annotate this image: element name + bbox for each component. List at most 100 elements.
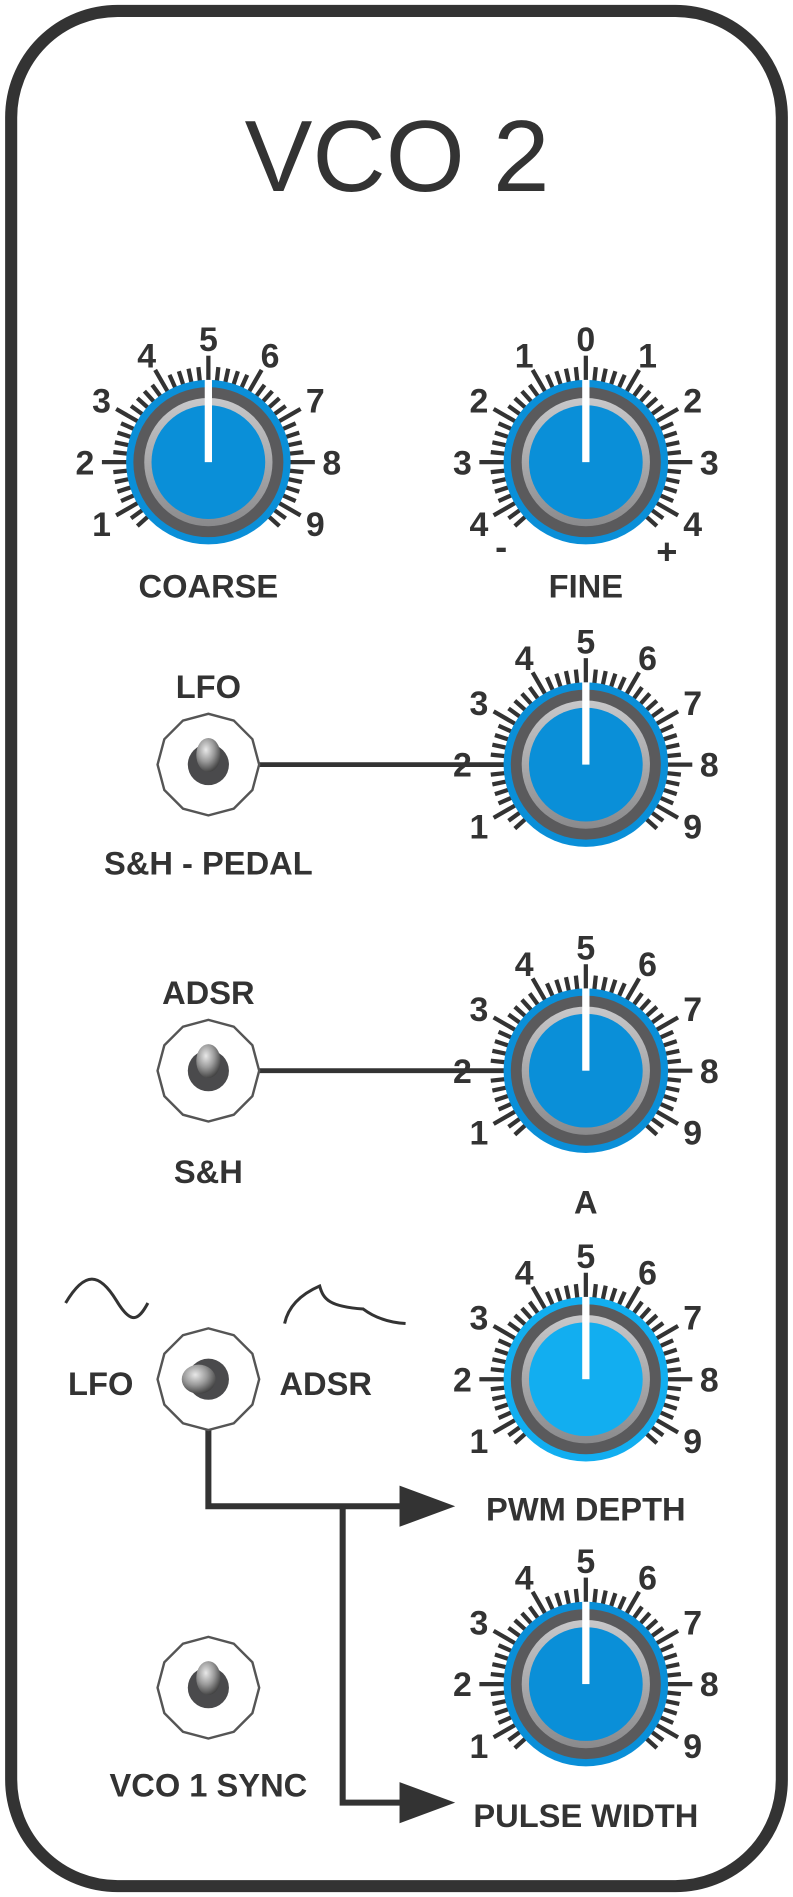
minor-tick: [545, 1291, 556, 1308]
minor-tick: [280, 421, 297, 432]
scale-label: 9: [683, 808, 702, 846]
scale-label: 5: [576, 623, 595, 661]
minor-tick: [520, 998, 534, 1013]
major-tick: [653, 1722, 680, 1740]
minor-tick: [167, 373, 178, 391]
minor-tick: [513, 1005, 528, 1019]
minor-tick: [657, 1029, 675, 1041]
minor-tick: [271, 404, 287, 417]
pwm-source-switch[interactable]: [156, 1327, 261, 1432]
minor-tick: [657, 492, 675, 503]
minor-tick: [637, 389, 652, 405]
minor-tick: [661, 1347, 678, 1357]
minor-tick: [592, 669, 598, 686]
env-source-switch[interactable]: [156, 1018, 261, 1123]
minor-tick: [507, 809, 523, 823]
minor-tick: [214, 366, 221, 383]
minor-tick: [497, 1101, 514, 1112]
minor-tick: [494, 1706, 511, 1716]
minor-tick: [616, 1291, 627, 1308]
major-tick: [492, 407, 518, 425]
minor-tick: [520, 1306, 534, 1322]
minor-tick: [490, 752, 507, 759]
mod-switch-top-label: LFO: [176, 668, 241, 705]
minor-tick: [135, 514, 151, 528]
minor-tick: [114, 440, 131, 448]
major-tick: [246, 368, 264, 395]
scale-label: 4: [470, 506, 489, 544]
scale-label: 2: [453, 1361, 472, 1399]
minor-tick: [592, 1283, 598, 1301]
minor-tick: [643, 1313, 659, 1328]
minor-tick: [491, 1662, 509, 1670]
minor-tick: [196, 366, 203, 383]
toggle-lever: [196, 1661, 221, 1695]
minor-tick: [494, 733, 511, 742]
minor-tick: [513, 514, 528, 528]
scale-label: 6: [261, 337, 280, 375]
minor-tick: [142, 389, 157, 405]
env-switch-top-label: ADSR: [162, 974, 255, 1011]
minor-tick: [573, 975, 580, 992]
minor-tick: [497, 492, 514, 503]
minor-tick: [494, 1039, 511, 1049]
minor-tick: [657, 1714, 675, 1725]
scale-label: 5: [576, 1543, 595, 1581]
mod-source-switch[interactable]: [156, 712, 261, 817]
minor-tick: [490, 1385, 507, 1392]
knob-pointer: [582, 682, 590, 765]
minor-tick: [563, 670, 572, 687]
mod-switch-bottom-label: S&H - PEDAL: [104, 845, 313, 882]
minor-tick: [266, 514, 281, 528]
sync-switch[interactable]: [156, 1635, 261, 1740]
minor-tick: [600, 670, 608, 687]
knob-pointer: [204, 379, 213, 463]
minor-tick: [494, 1401, 511, 1411]
minor-tick: [490, 1076, 507, 1083]
minor-tick: [663, 1393, 680, 1402]
minor-tick: [513, 1431, 528, 1445]
scale-label: 7: [306, 383, 325, 421]
minor-tick: [527, 992, 541, 1008]
minor-tick: [494, 1093, 511, 1103]
minor-tick: [116, 484, 134, 494]
major-tick: [153, 368, 171, 395]
scale-label: 9: [683, 1423, 702, 1461]
scale-label: 8: [700, 1666, 719, 1704]
scale-label: 9: [683, 1728, 702, 1766]
minor-tick: [494, 430, 511, 440]
minor-tick: [507, 1115, 523, 1129]
minor-tick: [631, 383, 644, 399]
major-tick: [653, 500, 680, 518]
minor-tick: [600, 1285, 608, 1302]
minor-tick: [643, 514, 659, 528]
minor-tick: [287, 450, 304, 456]
env-switch-bottom-label: S&H: [174, 1153, 243, 1190]
minor-tick: [494, 787, 511, 797]
minor-tick: [616, 676, 627, 693]
minor-tick: [665, 468, 682, 475]
minor-tick: [665, 770, 682, 777]
minor-tick: [616, 982, 627, 999]
minor-tick: [643, 1122, 659, 1137]
minor-tick: [649, 706, 665, 720]
scale-label: 8: [700, 1053, 719, 1091]
minor-tick: [520, 692, 534, 707]
minor-tick: [643, 1431, 659, 1445]
major-tick: [276, 500, 302, 518]
minor-tick: [616, 1595, 627, 1612]
minor-tick: [238, 373, 250, 391]
pwm-switch-left-label: LFO: [68, 1365, 133, 1402]
minor-tick: [507, 706, 523, 720]
minor-tick: [592, 1588, 598, 1605]
minor-tick: [573, 1283, 580, 1301]
minor-tick: [283, 430, 300, 440]
minor-tick: [497, 1409, 514, 1421]
